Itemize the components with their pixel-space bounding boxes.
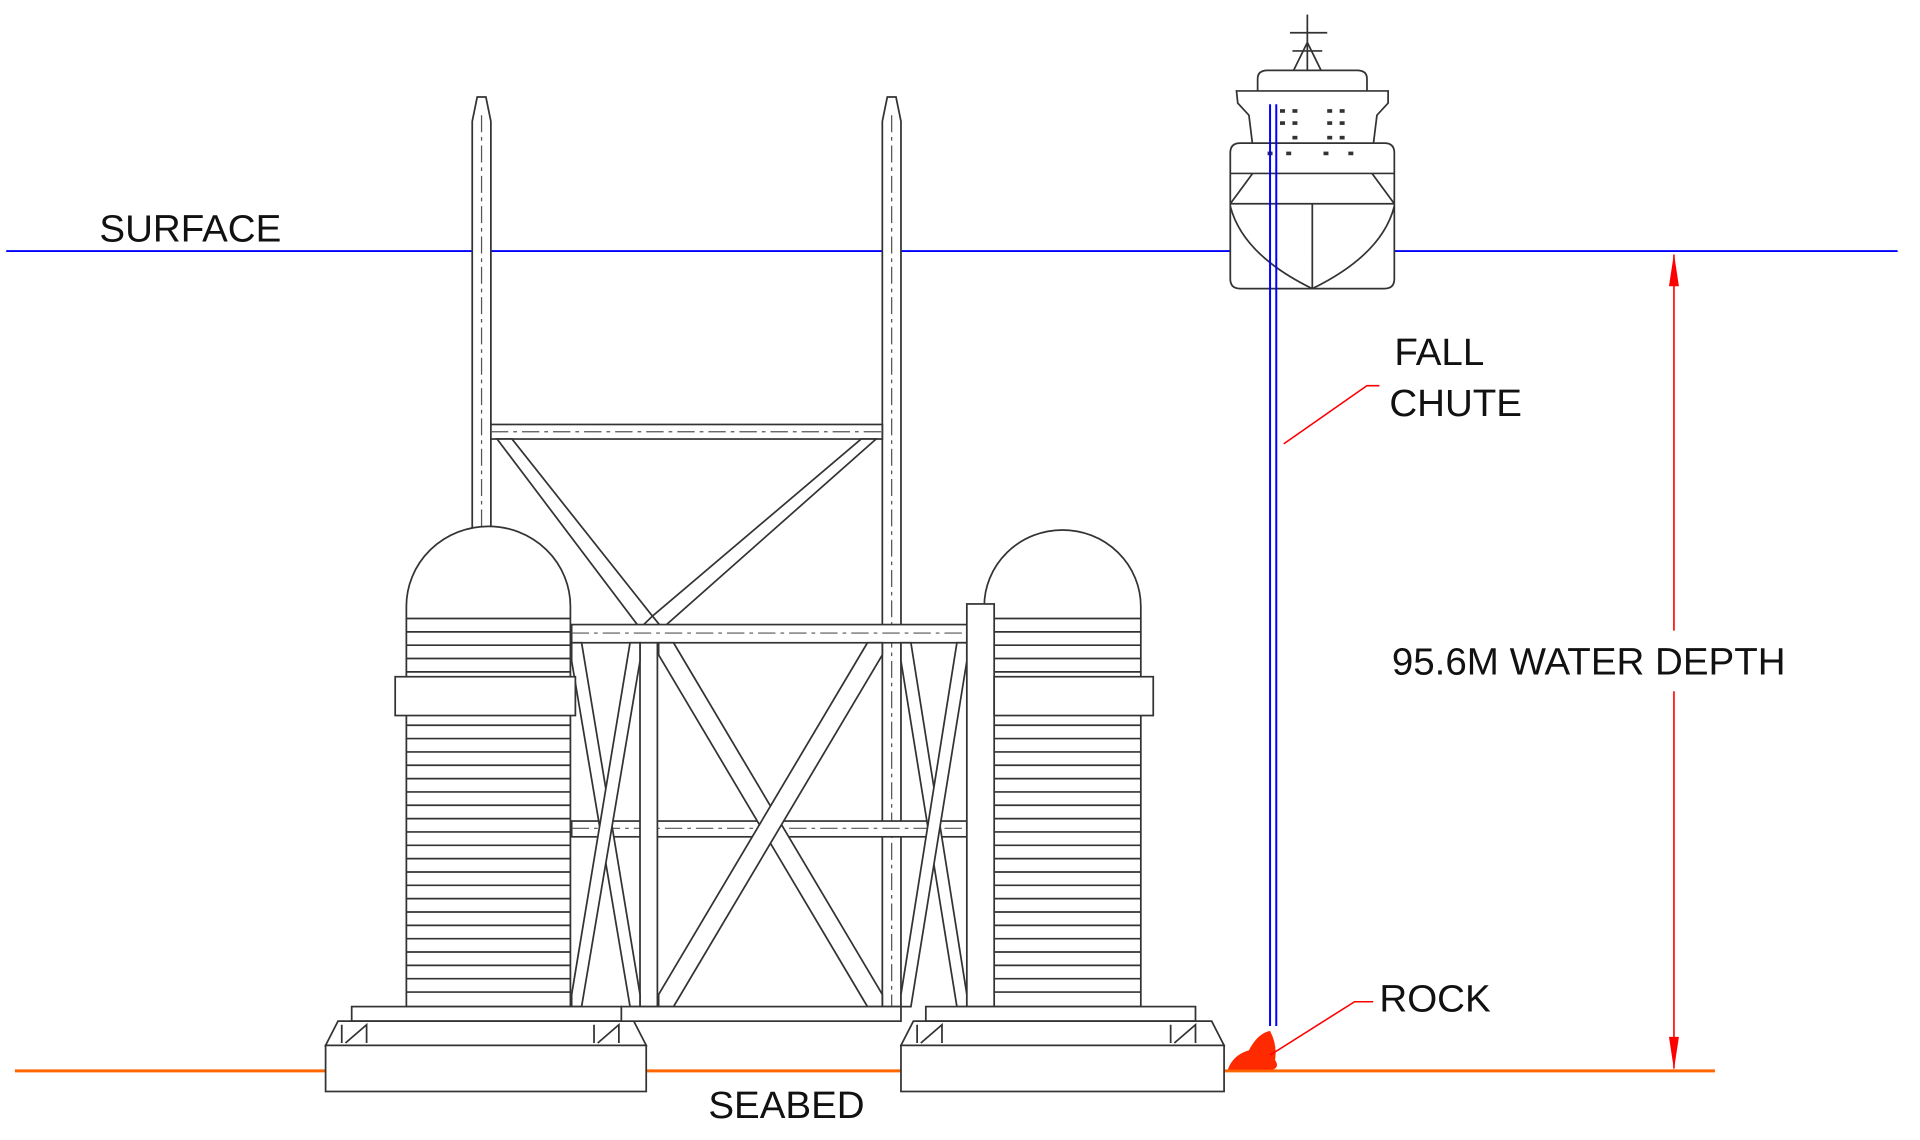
left-mudmat (324, 1005, 648, 1093)
ship-window (1280, 121, 1285, 125)
ship-window (1339, 135, 1345, 140)
fall-chute-leader (1283, 384, 1380, 445)
ship-window (1286, 151, 1292, 156)
water-depth-label: 95.6M WATER DEPTH (1392, 642, 1786, 683)
left-buoyancy-tank (405, 525, 572, 1008)
fall-chute (1269, 104, 1278, 1026)
ship-window (1323, 151, 1329, 156)
fall-chute-label-line2: CHUTE (1389, 383, 1522, 424)
rock-dump-vessel (1229, 14, 1396, 290)
rock-leader (1269, 1000, 1374, 1056)
right-mudmat (899, 1005, 1226, 1093)
ship-window (1280, 109, 1285, 113)
ship-window (1348, 151, 1354, 156)
ship-window (1292, 109, 1298, 113)
ship-window (1327, 135, 1333, 140)
fall-chute-label-line1: FALL (1394, 332, 1484, 373)
seabed-label: SEABED (708, 1086, 864, 1127)
ship-window (1339, 109, 1345, 113)
ship-window (1292, 135, 1298, 140)
ship-window (1292, 121, 1298, 125)
rock-label: ROCK (1379, 979, 1490, 1020)
ship-window (1339, 121, 1345, 125)
right-buoyancy-tank (983, 529, 1142, 1008)
ship-window (1327, 109, 1333, 113)
surface-label: SURFACE (99, 209, 281, 250)
ship-window (1327, 121, 1333, 125)
jacket-structure (324, 96, 1226, 1093)
rock-pile (1227, 1030, 1278, 1070)
water-depth-dimension (1668, 253, 1679, 1070)
